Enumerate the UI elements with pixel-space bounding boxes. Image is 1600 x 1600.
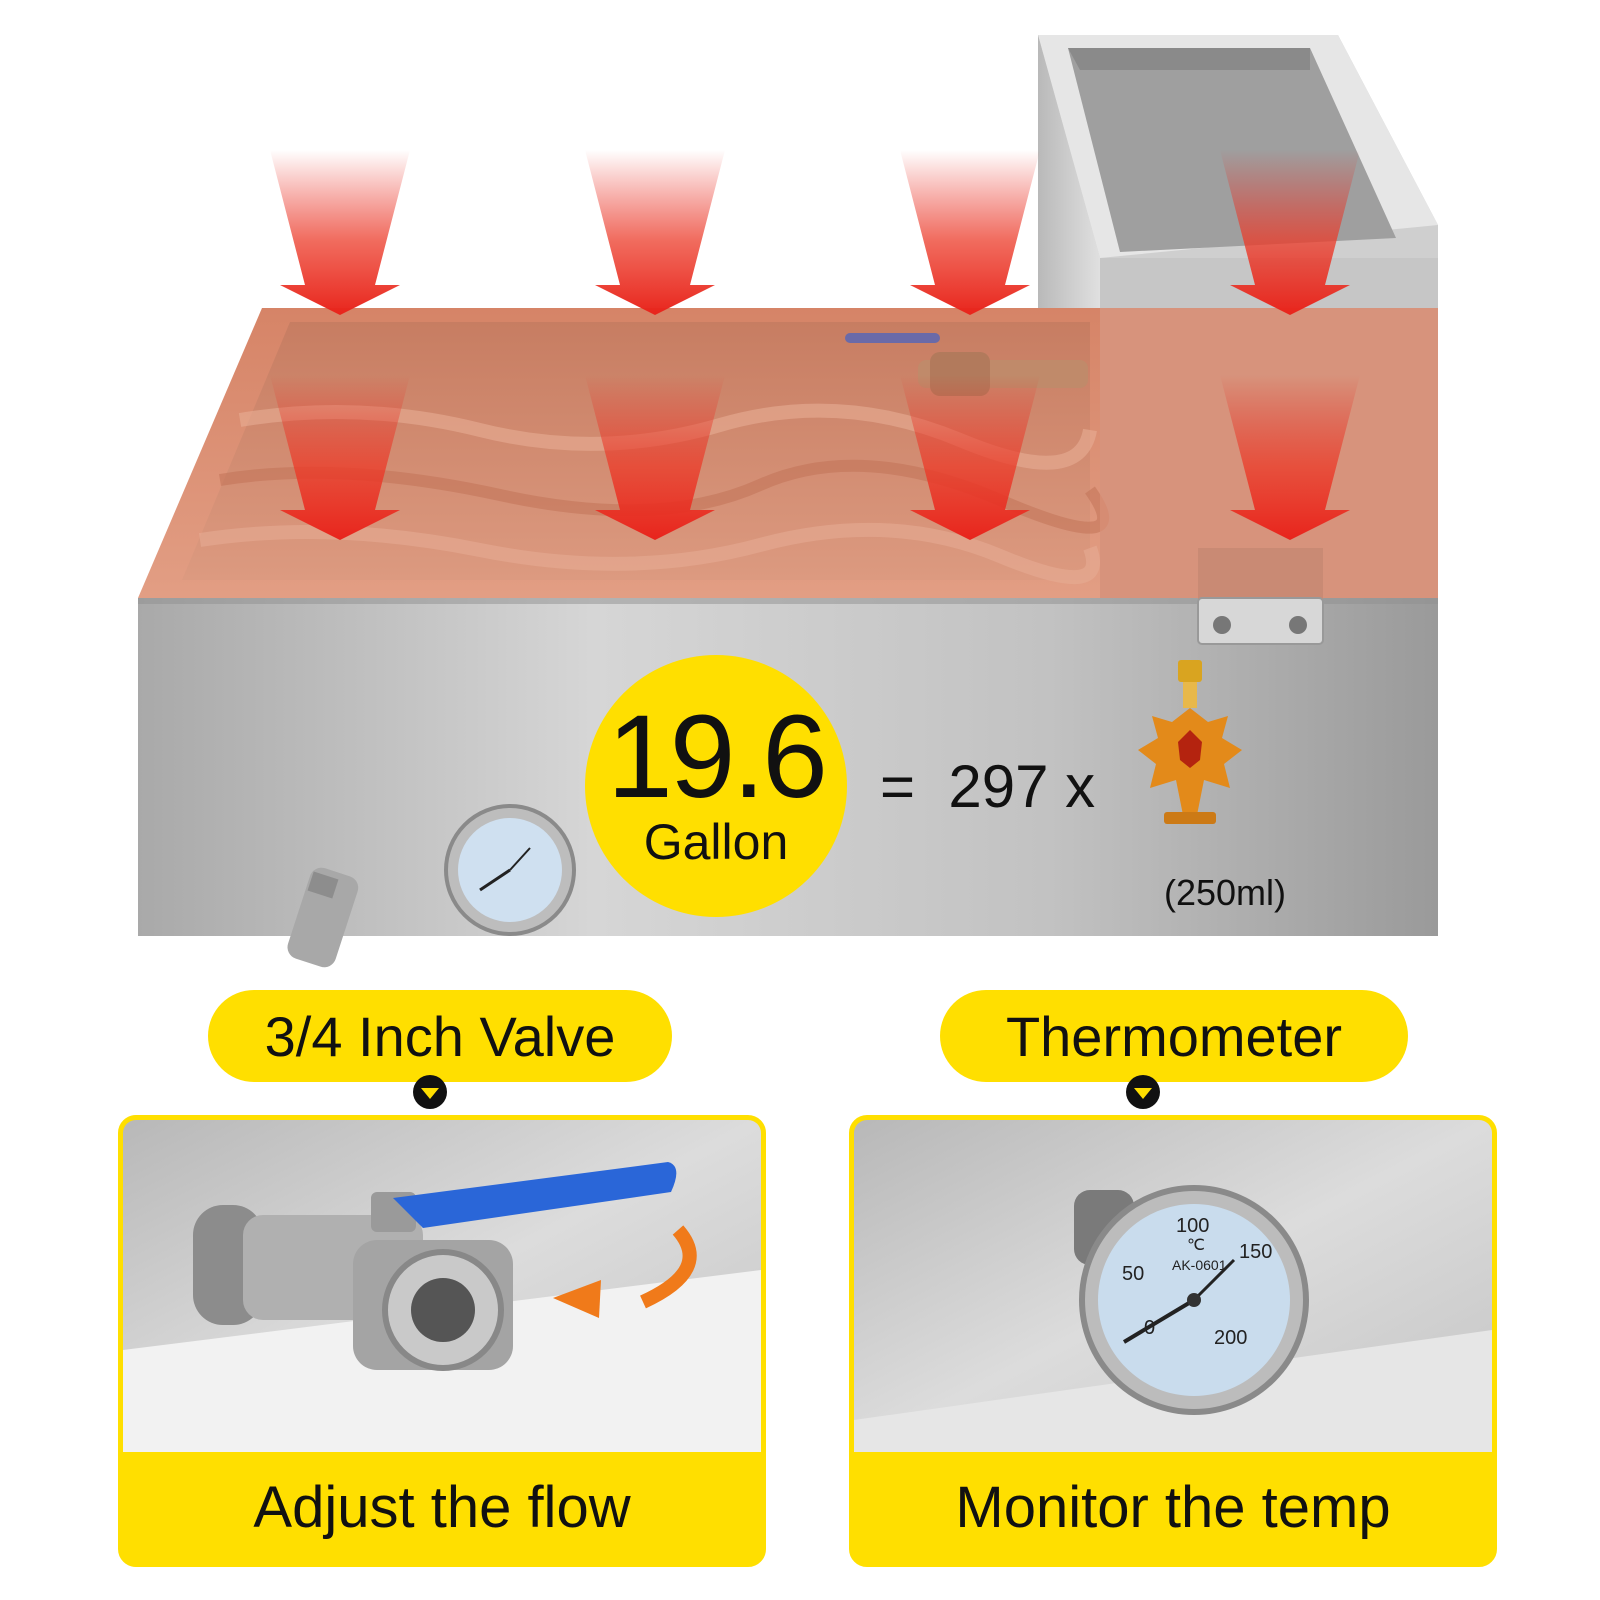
dial-label-200: 200 [1214,1327,1247,1349]
ball-valve-icon [123,1120,761,1452]
capacity-unit: Gallon [643,814,789,870]
thermometer-gauge-icon: 0 50 100 150 200 ℃ AK-0601 [854,1120,1492,1452]
heat-arrow [585,150,725,315]
valve-label: 3/4 Inch Valve [208,990,672,1082]
maple-syrup-bottle-icon [1138,660,1242,824]
thermometer-detail-panel: 0 50 100 150 200 ℃ AK-0601 Monitor the t… [849,1115,1497,1567]
dial-label-100: 100 [1176,1215,1209,1237]
bottle-equivalence: = 297 x [880,753,1096,820]
dial-unit: ℃ [1187,1237,1205,1254]
capacity-badge: 19.6 Gallon [585,655,847,917]
heat-arrow [900,375,1040,540]
dial-label-150: 150 [1239,1241,1272,1263]
heat-arrow [1220,150,1360,315]
mounting-bracket [1197,548,1324,645]
dial-label-0: 0 [1144,1317,1155,1339]
heat-arrow [270,375,410,540]
bottle-size: (250ml) [1163,872,1287,913]
dial-model: AK-0601 [1172,1257,1227,1273]
heat-arrow [270,150,410,315]
front-thermometer [444,804,576,936]
heat-arrow [585,375,725,540]
dial-label-50: 50 [1122,1263,1144,1285]
capacity-value: 19.6 [607,691,828,823]
valve-caption: Adjust the flow [123,1452,761,1562]
heat-arrows [270,150,1360,540]
outlet-valve [287,867,359,968]
heat-arrow [1220,375,1360,540]
thermometer-caption: Monitor the temp [854,1452,1492,1562]
chevron-down-icon [413,1075,447,1109]
chevron-down-icon [1126,1075,1160,1109]
valve-detail-panel: Adjust the flow [118,1115,766,1567]
thermometer-label: Thermometer [940,990,1408,1082]
heat-arrow [900,150,1040,315]
